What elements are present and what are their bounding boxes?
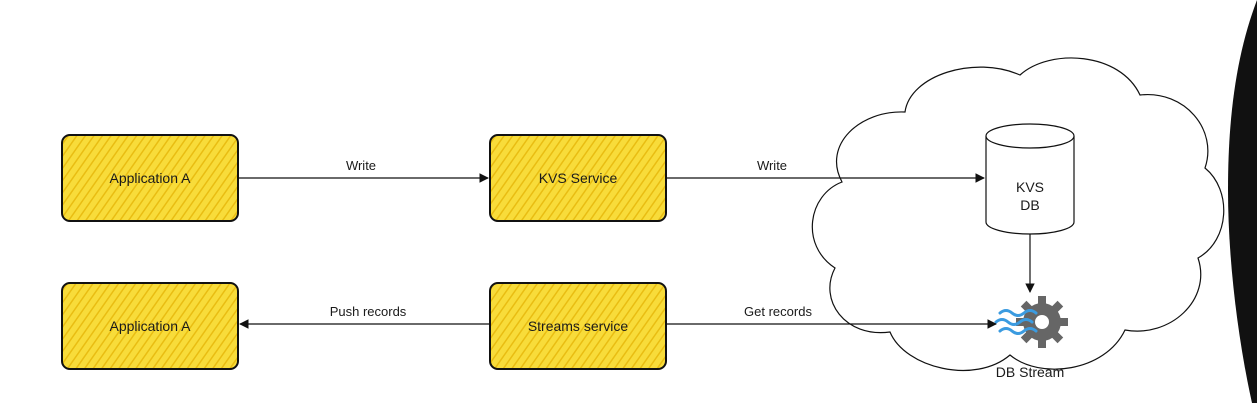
- db-stream-label: DB Stream: [996, 364, 1064, 380]
- edge-app-to-kvs: Write: [238, 158, 489, 183]
- database-icon: KVS DB: [985, 123, 1075, 235]
- node-streams-service: Streams service: [489, 282, 667, 370]
- application-a-top-label: Application A: [110, 170, 192, 186]
- stream-waves-icon: [994, 309, 1038, 335]
- edge-label-write-1: Write: [346, 158, 376, 173]
- edge-label-write-2: Write: [757, 158, 787, 173]
- edge-label-get-records: Get records: [744, 304, 812, 319]
- edge-kvs-to-db: Write: [666, 158, 985, 183]
- node-application-a-top: Application A: [61, 134, 239, 222]
- streams-service-label: Streams service: [528, 318, 629, 334]
- node-application-a-bottom: Application A: [61, 282, 239, 370]
- dark-side-panel: [1228, 0, 1257, 403]
- kvs-db-label-line2: DB: [1020, 197, 1039, 213]
- gear-icon: [1016, 296, 1068, 348]
- kvs-db-label-line1: KVS: [1016, 179, 1044, 195]
- application-a-bottom-label: Application A: [110, 318, 192, 334]
- kvs-service-label: KVS Service: [539, 170, 618, 186]
- node-kvs-service: KVS Service: [489, 134, 667, 222]
- edge-stream-to-streams-service: Get records: [666, 304, 997, 329]
- edge-label-push-records: Push records: [330, 304, 407, 319]
- edge-streams-to-app: Push records: [239, 304, 490, 329]
